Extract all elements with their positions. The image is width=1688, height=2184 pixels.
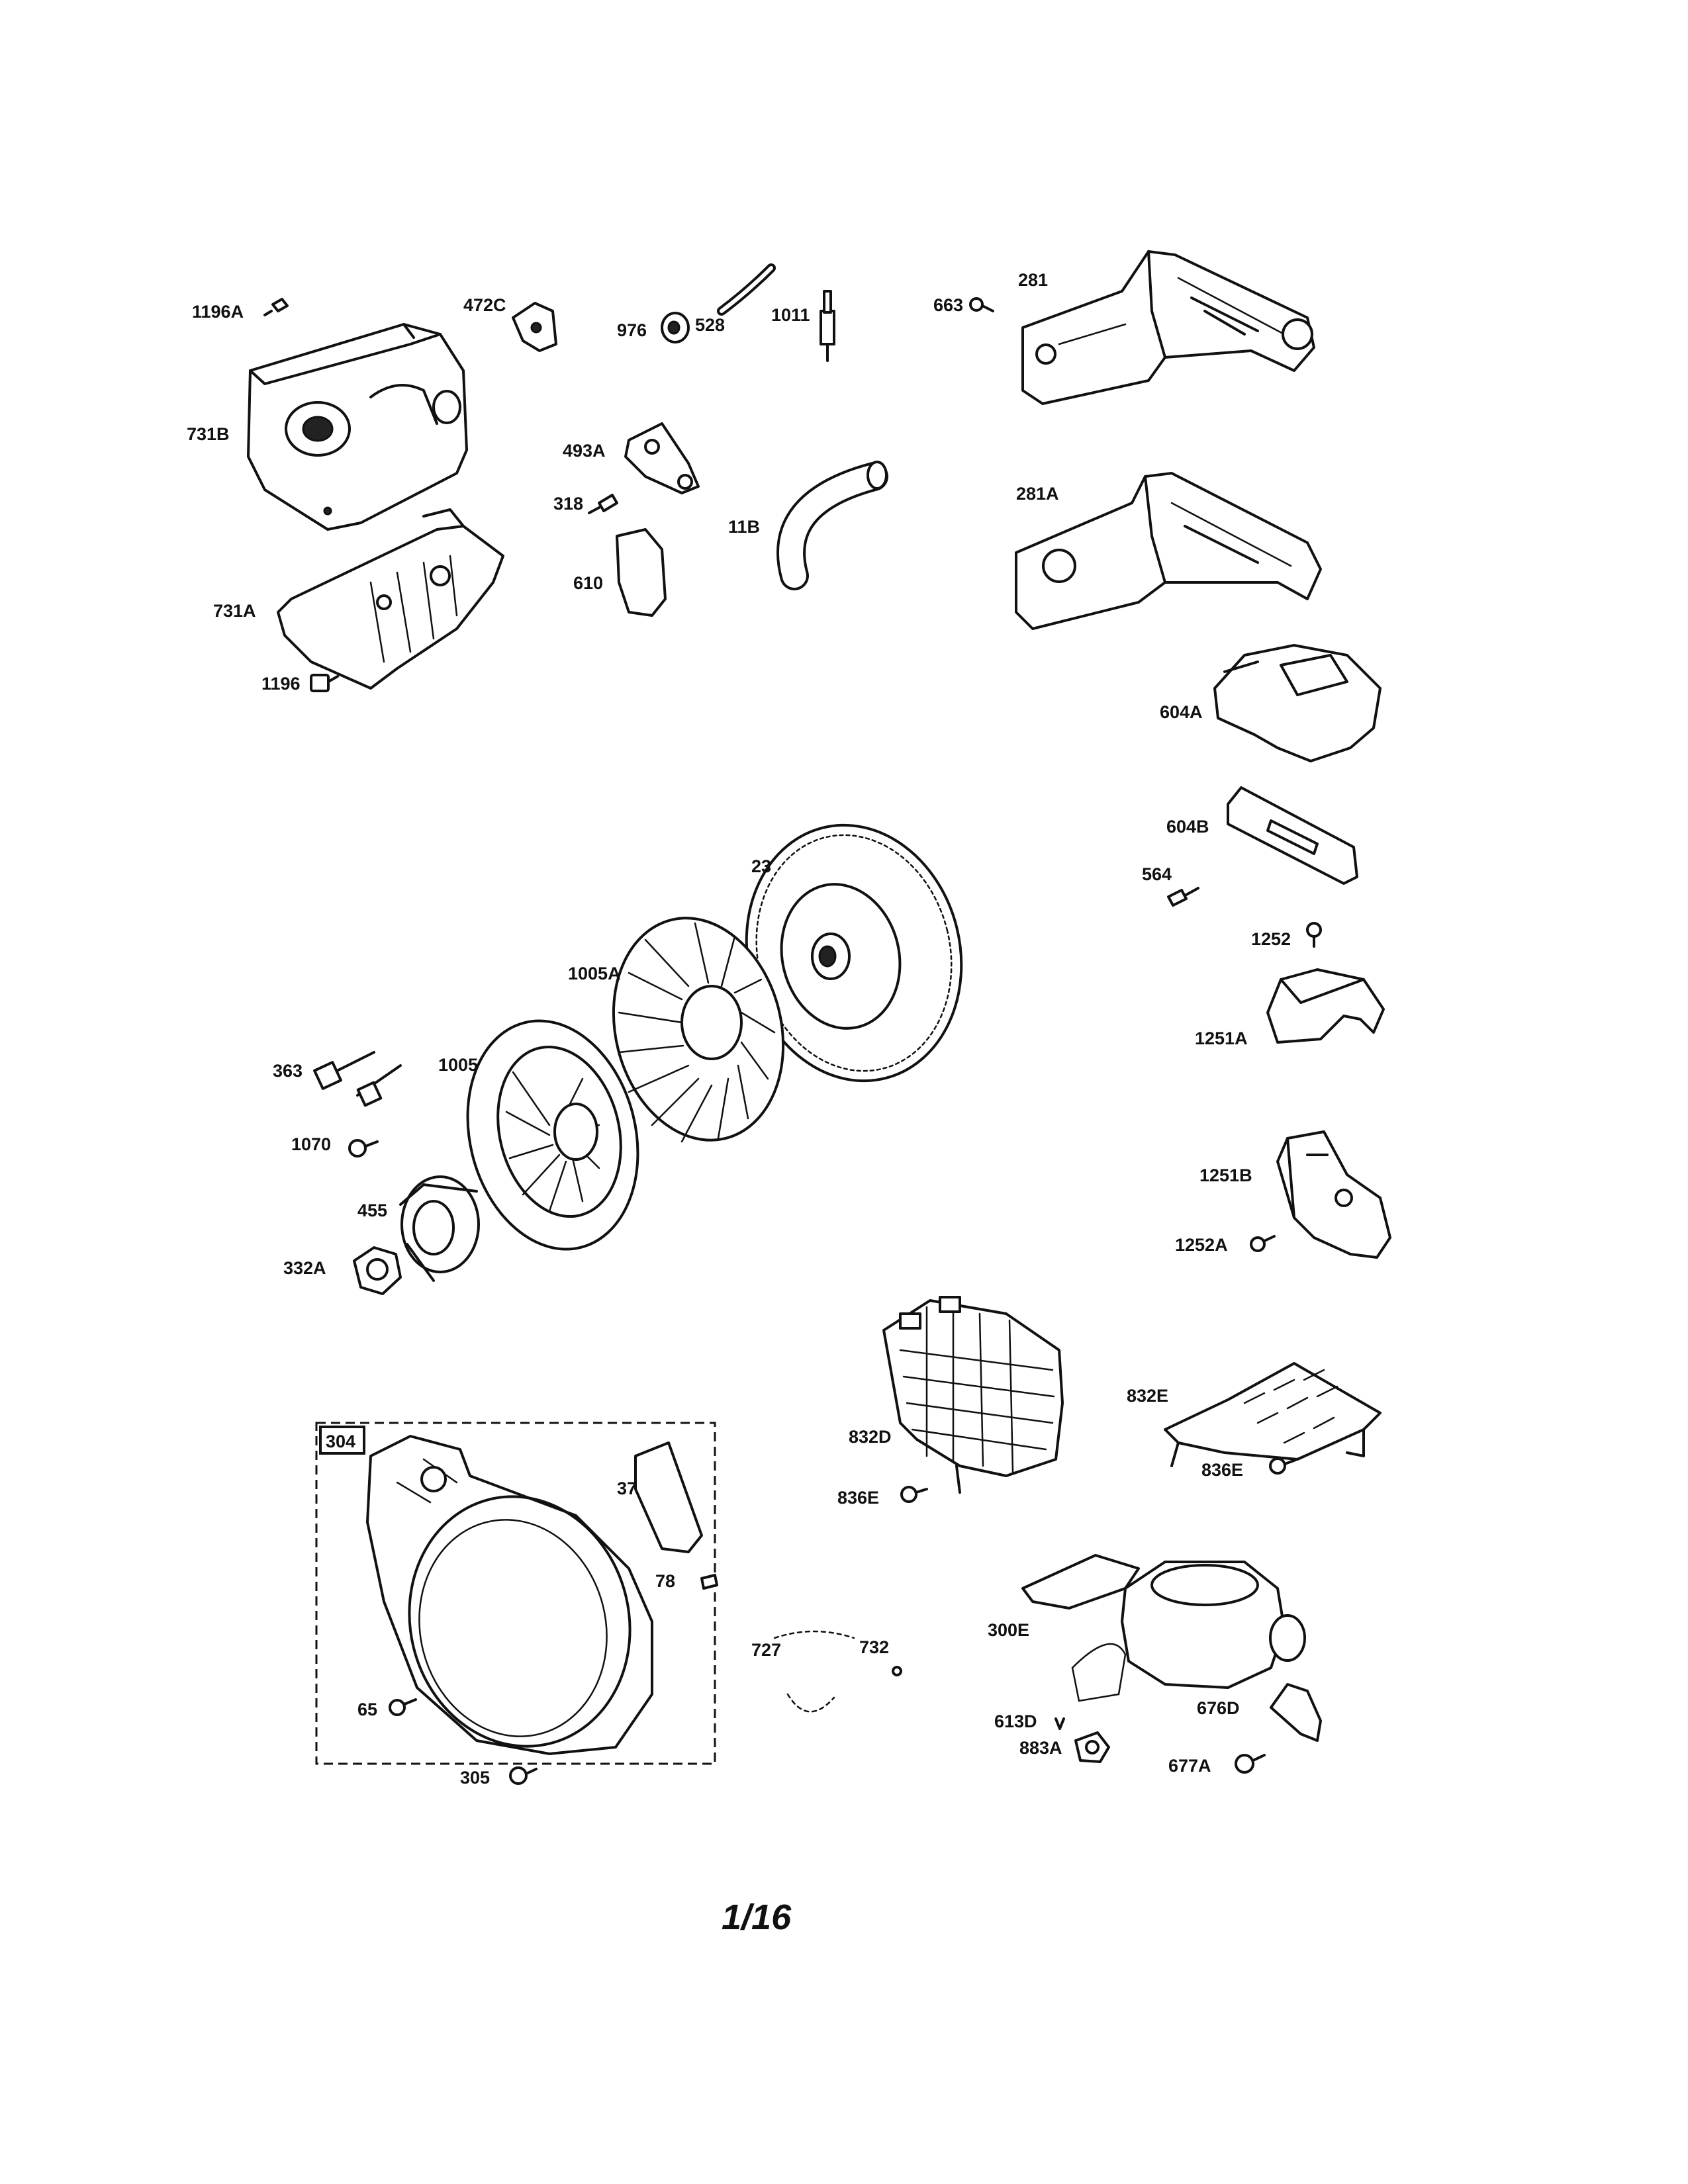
part-37-screen (634, 1441, 703, 1553)
label-332a: 332A (283, 1258, 326, 1278)
label-1196a: 1196A (192, 302, 244, 322)
label-1252: 1252 (1251, 929, 1291, 949)
part-1196a-screw (263, 298, 289, 316)
part-610-gasket (616, 528, 667, 617)
part-1252-screw (1306, 922, 1322, 948)
part-1252a-screw (1250, 1235, 1276, 1252)
part-305-blower-housing (366, 1435, 653, 1755)
label-1196: 1196 (261, 674, 301, 694)
label-37: 37 (617, 1479, 637, 1498)
part-832d-muffler-guard (882, 1296, 1064, 1494)
part-318-screw (588, 494, 618, 514)
label-731a: 731A (213, 601, 256, 621)
label-281a: 281A (1016, 484, 1059, 504)
label-455: 455 (357, 1201, 387, 1220)
label-832d: 832D (849, 1427, 892, 1447)
label-604a: 604A (1160, 702, 1203, 722)
part-1251b-bracket (1276, 1130, 1391, 1259)
part-281-control-bracket (1021, 250, 1315, 405)
part-832e-guard-plate (1164, 1362, 1382, 1467)
part-731b-cylinder-shroud (247, 323, 468, 531)
part-1070-screw (348, 1139, 379, 1158)
part-23-flywheel (745, 823, 963, 1083)
part-613d-screw (1055, 1717, 1065, 1730)
part-11b-hose (776, 461, 888, 590)
part-732-screw (892, 1666, 902, 1676)
label-1251b: 1251B (1199, 1165, 1252, 1185)
label-11b: 11B (728, 517, 760, 537)
part-363-brake-assembly (313, 1051, 402, 1107)
label-1005a: 1005A (568, 964, 621, 983)
part-455-cup (399, 1175, 480, 1282)
part-332a-nut (353, 1246, 402, 1295)
label-23: 23 (751, 856, 771, 876)
label-832e: 832E (1127, 1386, 1168, 1406)
label-1011: 1011 (771, 305, 810, 325)
label-976: 976 (617, 320, 647, 340)
label-318: 318 (553, 494, 583, 514)
label-493a: 493A (563, 441, 606, 461)
part-493a-gasket-bracket (624, 422, 700, 494)
label-613d: 613D (994, 1711, 1037, 1731)
label-65: 65 (357, 1700, 377, 1719)
label-305: 305 (460, 1768, 490, 1788)
part-65-screw (389, 1698, 417, 1716)
part-604a-air-guide (1213, 644, 1382, 762)
part-677a-screw (1235, 1754, 1266, 1774)
part-305-screw (509, 1766, 538, 1785)
label-610: 610 (573, 573, 603, 593)
label-836e-right: 836E (1201, 1460, 1243, 1480)
label-1070: 1070 (291, 1134, 331, 1154)
part-883a-gasket (1074, 1731, 1110, 1763)
label-727: 727 (751, 1640, 781, 1660)
label-836e-left: 836E (837, 1488, 879, 1508)
label-363: 363 (273, 1061, 303, 1081)
part-1005a-fan (612, 917, 785, 1143)
part-604b-plate (1227, 786, 1358, 885)
label-472c: 472C (463, 295, 506, 315)
label-564: 564 (1142, 864, 1172, 884)
page-number: 1/16 (722, 1897, 792, 1937)
label-78: 78 (655, 1571, 675, 1591)
part-1005-fan-housing (466, 1019, 639, 1251)
label-883a: 883A (1019, 1738, 1062, 1758)
part-836e-screw-left (900, 1486, 928, 1503)
label-281: 281 (1018, 270, 1048, 290)
label-677a: 677A (1168, 1756, 1211, 1776)
part-281a-control-bracket (1015, 472, 1322, 630)
label-1005: 1005 (438, 1055, 478, 1075)
label-731b: 731B (187, 424, 230, 444)
part-727-spark-arrestor (773, 1630, 855, 1713)
part-78-screw (700, 1574, 718, 1590)
part-528-fuel-line (717, 263, 776, 316)
label-676d: 676D (1197, 1698, 1240, 1718)
label-604b: 604B (1166, 817, 1209, 837)
part-976-fitting (661, 312, 690, 343)
part-836e-screw-right (1269, 1457, 1297, 1475)
part-564-screw (1167, 887, 1199, 907)
label-528: 528 (695, 315, 725, 335)
label-1251a: 1251A (1195, 1028, 1248, 1048)
box-304-blower-housing-assembly (315, 1422, 716, 1765)
label-732: 732 (859, 1637, 889, 1657)
part-1196-clip (310, 674, 339, 692)
label-663: 663 (933, 295, 963, 315)
part-676d-deflector (1270, 1683, 1322, 1742)
label-1252a: 1252A (1175, 1235, 1228, 1255)
part-300e-muffler (1021, 1554, 1306, 1702)
part-663-screw (969, 297, 994, 312)
part-731a-baffle (277, 508, 504, 690)
part-1251a-cover (1266, 968, 1385, 1044)
label-304: 304 (326, 1432, 355, 1451)
part-1011-spark-plug (820, 290, 835, 362)
part-472c-bracket (512, 302, 557, 352)
label-300e: 300E (988, 1620, 1029, 1640)
